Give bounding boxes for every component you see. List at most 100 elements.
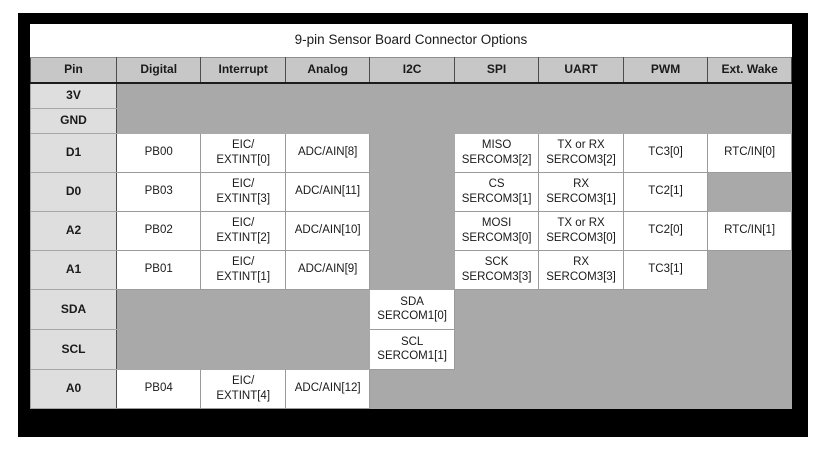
cell-d0-ext-wake [707,171,792,212]
cell-gnd-spi [453,107,540,134]
column-header-spi: SPI [453,56,540,84]
cell-d0-i2c [369,171,455,212]
table-row-sda: SDA SDA SERCOM1[0] [30,288,792,330]
cell-gnd-ext-wake [707,107,792,134]
cell-a2-ext-wake: RTC/IN[1] [707,210,792,251]
column-header-pwm: PWM [622,56,709,84]
cell-sda-i2c: SDA SERCOM1[0] [369,288,455,330]
cell-scl-ext-wake [707,328,792,370]
cell-gnd-digital [115,107,202,134]
cell-a2-i2c [369,210,455,251]
cell-a0-pwm [622,368,709,409]
cell-scl-pwm [622,328,709,370]
cell-d0-interrupt: EIC/ EXTINT[3] [200,171,286,212]
cell-a2-analog: ADC/AIN[10] [284,210,371,251]
pin-label-3v: 3V [30,82,117,109]
cell-a0-i2c [369,368,455,409]
table-row-gnd: GND [30,107,792,134]
cell-sda-pwm [622,288,709,330]
cell-gnd-analog [284,107,371,134]
title-row: 9-pin Sensor Board Connector Options [30,24,792,57]
cell-d0-pwm: TC2[1] [622,171,709,212]
cell-a2-interrupt: EIC/ EXTINT[2] [200,210,286,251]
cell-gnd-pwm [622,107,709,134]
cell-a2-spi: MOSI SERCOM3[0] [453,210,540,251]
table-row-3v: 3V [30,82,792,109]
cell-a2-pwm: TC2[0] [622,210,709,251]
cell-a0-spi [453,368,540,409]
column-header-interrupt: Interrupt [200,56,286,84]
pin-label-scl: SCL [30,328,117,370]
cell-a1-spi: SCK SERCOM3[3] [453,249,540,290]
column-header-uart: UART [538,56,624,84]
cell-a1-pwm: TC3[1] [622,249,709,290]
cell-a1-analog: ADC/AIN[9] [284,249,371,290]
cell-3v-uart [538,82,624,109]
cell-a2-digital: PB02 [115,210,202,251]
cell-a1-digital: PB01 [115,249,202,290]
pin-label-a1: A1 [30,249,117,290]
column-header-analog: Analog [284,56,371,84]
cell-a0-digital: PB04 [115,368,202,409]
table-title: 9-pin Sensor Board Connector Options [30,24,792,57]
cell-a1-i2c [369,249,455,290]
cell-d1-interrupt: EIC/ EXTINT[0] [200,132,286,173]
cell-3v-i2c [369,82,455,109]
cell-a2-uart: TX or RX SERCOM3[0] [538,210,624,251]
cell-a0-uart [538,368,624,409]
cell-gnd-interrupt [200,107,286,134]
cell-a0-interrupt: EIC/ EXTINT[4] [200,368,286,409]
cell-gnd-i2c [369,107,455,134]
cell-sda-interrupt [200,288,286,330]
cell-d1-digital: PB00 [115,132,202,173]
cell-scl-i2c: SCL SERCOM1[1] [369,328,455,370]
cell-a1-interrupt: EIC/ EXTINT[1] [200,249,286,290]
cell-scl-analog [284,328,371,370]
cell-scl-spi [453,328,540,370]
cell-d1-spi: MISO SERCOM3[2] [453,132,540,173]
cell-a1-ext-wake [707,249,792,290]
cell-a0-ext-wake [707,368,792,409]
pin-label-sda: SDA [30,288,117,330]
cell-d1-uart: TX or RX SERCOM3[2] [538,132,624,173]
column-header-i2c: I2C [369,56,455,84]
column-header-digital: Digital [115,56,202,84]
cell-scl-uart [538,328,624,370]
cell-sda-digital [115,288,202,330]
pin-label-a2: A2 [30,210,117,251]
cell-a1-uart: RX SERCOM3[3] [538,249,624,290]
cell-scl-interrupt [200,328,286,370]
cell-3v-digital [115,82,202,109]
cell-3v-spi [453,82,540,109]
pin-label-a0: A0 [30,368,117,409]
pin-label-gnd: GND [30,107,117,134]
cell-d1-ext-wake: RTC/IN[0] [707,132,792,173]
pin-label-d0: D0 [30,171,117,212]
cell-3v-interrupt [200,82,286,109]
cell-3v-ext-wake [707,82,792,109]
cell-d1-i2c [369,132,455,173]
cell-d0-digital: PB03 [115,171,202,212]
cell-3v-pwm [622,82,709,109]
column-header-pin: Pin [30,56,117,84]
column-header-ext-wake: Ext. Wake [707,56,792,84]
cell-a0-analog: ADC/AIN[12] [284,368,371,409]
cell-scl-digital [115,328,202,370]
connector-pinout-table: 9-pin Sensor Board Connector Options Pin… [30,24,792,409]
cell-3v-analog [284,82,371,109]
cell-d1-analog: ADC/AIN[8] [284,132,371,173]
black-frame: 9-pin Sensor Board Connector Options Pin… [18,13,808,437]
pin-label-d1: D1 [30,132,117,173]
cell-sda-analog [284,288,371,330]
cell-gnd-uart [538,107,624,134]
cell-d1-pwm: TC3[0] [622,132,709,173]
table-row-scl: SCL SCL SERCOM1[1] [30,328,792,370]
cell-sda-ext-wake [707,288,792,330]
cell-d0-uart: RX SERCOM3[1] [538,171,624,212]
